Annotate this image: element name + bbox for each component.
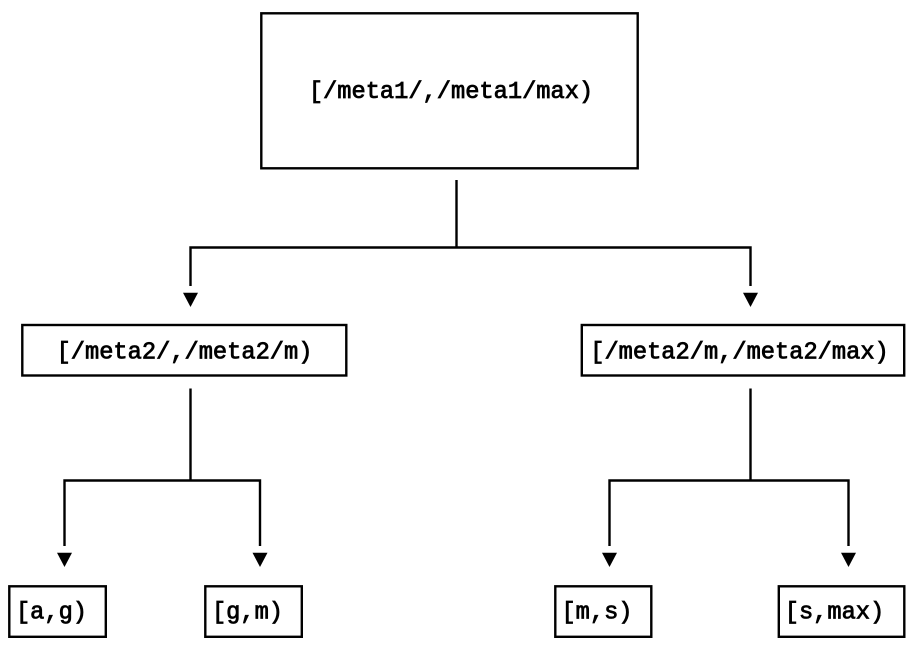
svg-text:[/meta2/m,/meta2/max): [/meta2/m,/meta2/max) bbox=[590, 340, 889, 367]
svg-text:[m,s): [m,s) bbox=[561, 600, 632, 627]
svg-text:[g,m): [g,m) bbox=[212, 600, 283, 627]
svg-text:[a,g): [a,g) bbox=[16, 600, 87, 627]
svg-text:[s,max): [s,max) bbox=[785, 600, 885, 627]
svg-text:[/meta1/,/meta1/max): [/meta1/,/meta1/max) bbox=[309, 79, 593, 106]
svg-text:[/meta2/,/meta2/m): [/meta2/,/meta2/m) bbox=[57, 340, 313, 367]
